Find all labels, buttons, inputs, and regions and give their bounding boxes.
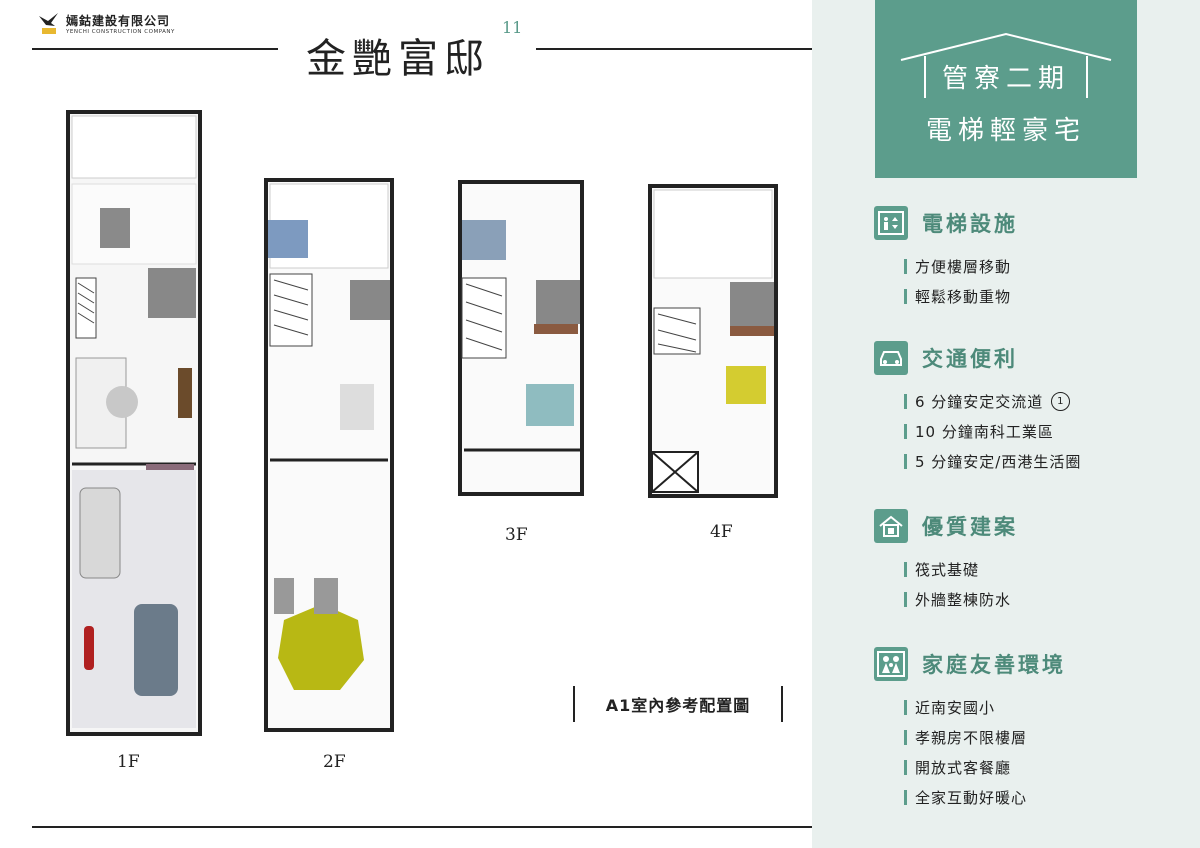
- page-title: 金艷富邸: [306, 36, 490, 82]
- list-item: 外牆整棟防水: [874, 584, 1018, 614]
- floor-plan-4f: [648, 184, 778, 498]
- list-item: 筏式基礎: [874, 554, 1018, 584]
- house-icon: [874, 509, 908, 543]
- floor-plan-1f: [66, 110, 202, 736]
- floor-plan-3f: [458, 180, 584, 496]
- page-number: 11: [502, 18, 523, 37]
- banner-line1: 管寮二期: [941, 64, 1070, 94]
- elevator-icon: [874, 206, 908, 240]
- floor-plan-2f: [264, 178, 394, 732]
- car-icon: [874, 341, 908, 375]
- floor-label-2f: 2F: [323, 752, 346, 772]
- title-rule-left: [32, 48, 278, 50]
- floor-label-1f: 1F: [117, 752, 140, 772]
- list-item: 孝親房不限樓層: [874, 722, 1066, 752]
- list-item: 近南安國小: [874, 692, 1066, 722]
- floor-plan-panel: 嫣鈷建設有限公司 YENCHI CONSTRUCTION COMPANY 金艷富…: [32, 10, 812, 828]
- title-rule-right: [536, 48, 812, 50]
- list-item: 全家互動好暖心: [874, 782, 1066, 812]
- floor-label-4f: 4F: [710, 522, 733, 542]
- plan-caption: A1室內參考配置圖: [573, 686, 783, 722]
- section-quality: 優質建案 筏式基礎 外牆整棟防水: [874, 508, 1018, 614]
- list-item: 開放式客餐廳: [874, 752, 1066, 782]
- family-icon: [874, 647, 908, 681]
- list-item: 5 分鐘安定/西港生活圈: [874, 446, 1081, 476]
- section-title: 電梯設施: [922, 212, 1018, 236]
- section-title: 優質建案: [922, 515, 1018, 539]
- roof-outline-icon: [900, 32, 1112, 98]
- section-title: 交通便利: [922, 347, 1018, 371]
- company-logo: 嫣鈷建設有限公司 YENCHI CONSTRUCTION COMPANY: [38, 10, 175, 36]
- swallow-logo-icon: [39, 13, 58, 34]
- list-item: 輕鬆移動重物: [874, 281, 1018, 311]
- route-badge: 1: [1051, 391, 1071, 411]
- company-name-zh: 嫣鈷建設有限公司: [66, 13, 171, 28]
- project-banner: 管寮二期 電梯輕豪宅: [875, 0, 1137, 178]
- section-family: 家庭友善環境 近南安國小 孝親房不限樓層 開放式客餐廳 全家互動好暖心: [874, 646, 1066, 812]
- bottom-rule: [32, 826, 812, 828]
- section-elevator: 電梯設施 方便樓層移動 輕鬆移動重物: [874, 205, 1018, 311]
- list-item: 10 分鐘南科工業區: [874, 416, 1081, 446]
- list-item: 方便樓層移動: [874, 251, 1018, 281]
- floor-label-3f: 3F: [505, 525, 528, 545]
- banner-line2: 電梯輕豪宅: [925, 116, 1086, 146]
- section-title: 家庭友善環境: [922, 653, 1066, 677]
- company-name-en: YENCHI CONSTRUCTION COMPANY: [66, 28, 175, 35]
